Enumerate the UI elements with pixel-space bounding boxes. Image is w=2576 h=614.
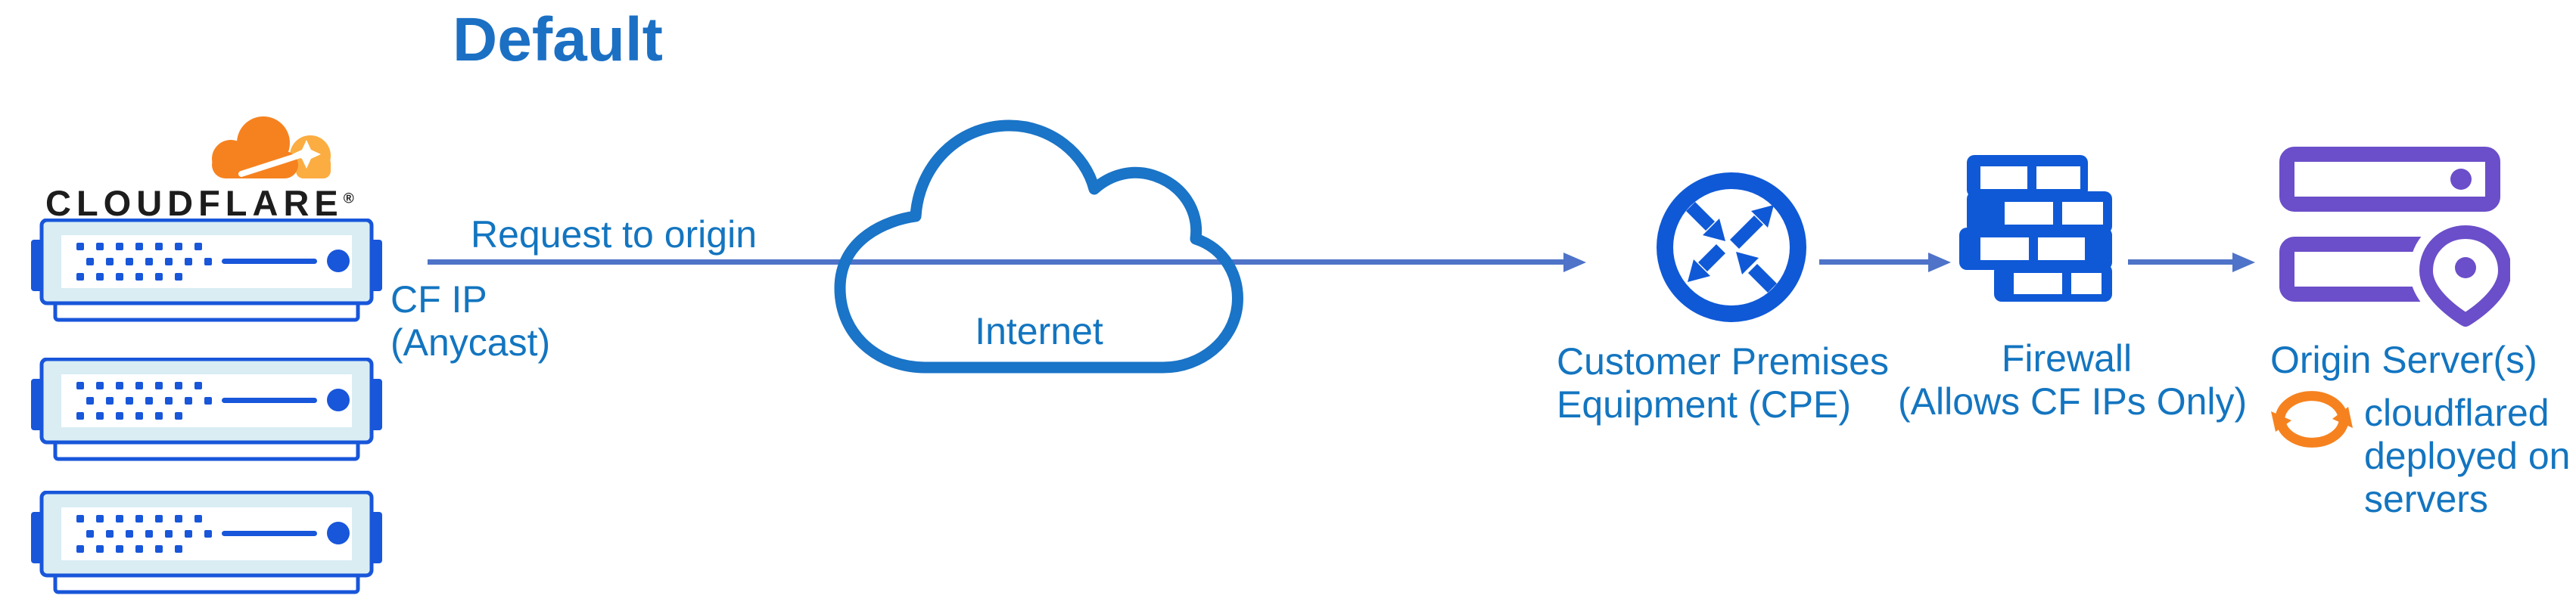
firewall-to-origin-arrow-line	[2128, 259, 2232, 265]
edge-server-icon	[31, 219, 382, 322]
request-arrow-line	[428, 259, 1563, 265]
cloudflared-label-line3: servers	[2364, 478, 2488, 520]
request-to-origin-label: Request to origin	[471, 213, 758, 256]
cpe-label: Customer Premises Equipment (CPE)	[1557, 340, 1889, 426]
cloudflare-cloud-icon	[212, 116, 331, 178]
firewall-label: Firewall (Allows CF IPs Only)	[1898, 337, 2248, 423]
cloudflared-label-line2: deployed on	[2364, 435, 2571, 477]
internet-label: Internet	[975, 310, 1103, 352]
diagram-title: Default	[453, 5, 663, 74]
cpe-to-firewall-arrow-line	[1819, 259, 1928, 265]
edge-server-icon	[31, 358, 382, 461]
cf-ip-anycast-label: CF IP (Anycast)	[390, 278, 550, 364]
registered-mark: ®	[343, 191, 354, 207]
firewall-to-origin-arrowhead	[2232, 253, 2255, 272]
internet-cloud-icon	[834, 119, 1243, 374]
cpe-to-firewall-arrowhead	[1928, 253, 1951, 272]
cpe-label-line2: Equipment (CPE)	[1557, 383, 1852, 426]
origin-servers-location-icon	[2279, 147, 2510, 328]
sync-arrows-icon	[2271, 391, 2353, 448]
anycast-line: (Anycast)	[390, 321, 551, 364]
edge-server-icon	[31, 491, 382, 594]
firewall-label-line1: Firewall	[2001, 337, 2133, 380]
cloudflared-label-line1: cloudflared	[2364, 392, 2550, 434]
request-arrowhead	[1563, 253, 1586, 272]
cloudflare-wordmark: CLOUDFLARE®	[45, 182, 354, 224]
cloudflared-label: cloudflared deployed on servers	[2364, 392, 2570, 521]
brick-wall-icon	[1959, 155, 2112, 302]
cpe-label-line1: Customer Premises	[1557, 340, 1889, 383]
origin-servers-label: Origin Server(s)	[2270, 339, 2537, 381]
router-icon	[1657, 172, 1806, 322]
cloudflare-wordmark-text: CLOUDFLARE	[45, 183, 344, 223]
firewall-label-line2: (Allows CF IPs Only)	[1898, 380, 2248, 423]
cf-ip-line: CF IP	[390, 278, 487, 321]
